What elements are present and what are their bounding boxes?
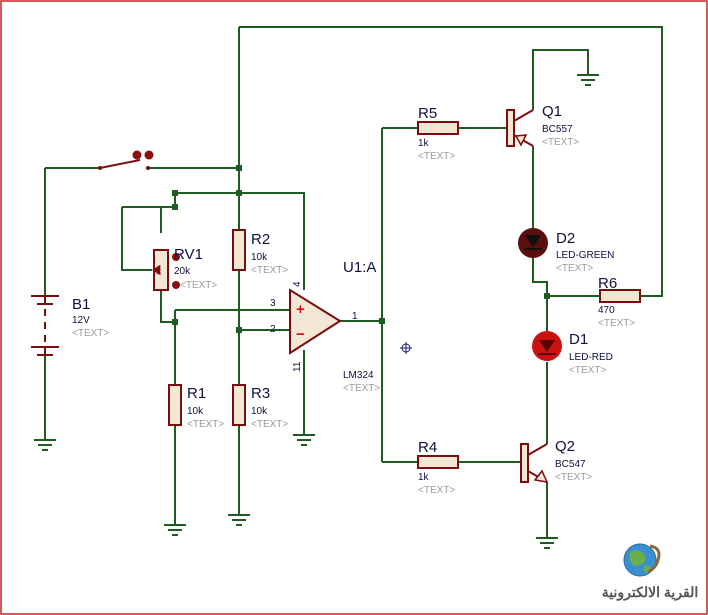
resistor-r5[interactable]: R5 1k <TEXT> [417,105,459,162]
ground-symbols [34,74,599,549]
b1-value: 12V [72,315,90,326]
ground-icon [228,514,250,526]
switch[interactable] [98,150,154,171]
d2-ref: D2 [556,230,575,247]
rv1-text: <TEXT> [180,280,217,291]
r5-text: <TEXT> [418,151,455,162]
q1-value: BC557 [542,124,573,135]
ground-icon [577,74,599,86]
r6-value: 470 [598,305,615,316]
resistor-r2[interactable]: R2 10k <TEXT> [232,229,288,276]
rv1-body-label: 20k [157,264,163,275]
r4-value: 1k [418,472,430,483]
resistor-r6[interactable]: R6 470 <TEXT> [598,275,641,329]
pin-3-label: 3 [270,298,276,309]
r1-ref: R1 [187,385,206,402]
r2-value: 10k [251,252,268,263]
rv1-value: 20k [174,266,191,277]
q1-text: <TEXT> [542,137,579,148]
r1-text: <TEXT> [187,419,224,430]
q2-ref: Q2 [555,438,575,455]
ground-icon [164,524,186,536]
rv1-adjust-down-icon[interactable] [172,281,180,289]
cursor-crosshair-icon [400,342,412,354]
r2-ref: R2 [251,231,270,248]
u1-text: <TEXT> [343,383,380,394]
logo: القرية الالكترونية [602,543,698,601]
led-d2[interactable]: D2 LED-GREEN <TEXT> [518,228,614,274]
r6-text: <TEXT> [598,318,635,329]
r1-value: 10k [187,406,204,417]
pin-11-label: 11 [292,361,303,372]
b1-ref: B1 [72,296,90,313]
r4-ref: R4 [418,439,437,456]
ground-icon [34,439,56,451]
potentiometer-rv1[interactable]: 20k RV1 20k <TEXT> [152,246,217,291]
d1-value: LED-RED [569,352,613,363]
opamp-u1a[interactable]: + − 3 2 1 4 11 U1:A LM324 <TEXT> [270,259,380,394]
battery-b1[interactable]: B1 12V <TEXT> [31,295,109,356]
resistor-r3[interactable]: R3 10k <TEXT> [232,384,288,430]
rv1-adjust-up-icon[interactable] [172,253,180,261]
q2-value: BC547 [555,459,586,470]
r6-ref: R6 [598,275,617,292]
r5-ref: R5 [418,105,437,122]
resistor-r4[interactable]: R4 1k <TEXT> [417,439,459,496]
d1-text: <TEXT> [569,365,606,376]
pin-2-label: 2 [270,324,276,335]
rv1-ref: RV1 [174,246,203,263]
r3-text: <TEXT> [251,419,288,430]
transistor-q2[interactable]: Q2 BC547 <TEXT> [520,438,592,483]
led-d1[interactable]: D1 LED-RED <TEXT> [532,331,613,376]
globe-logo-icon [623,543,661,577]
r2-text: <TEXT> [251,265,288,276]
pin-1-label: 1 [352,311,358,322]
r4-text: <TEXT> [418,485,455,496]
u1-ref: U1:A [343,259,376,276]
opamp-plus-sign: + [296,301,305,318]
r5-value: 1k [418,138,430,149]
d2-value: LED-GREEN [556,250,614,261]
transistor-q1[interactable]: Q1 BC557 <TEXT> [506,103,579,148]
ground-icon [293,434,315,446]
r3-value: 10k [251,406,268,417]
d2-text: <TEXT> [556,263,593,274]
ground-icon [536,537,558,549]
junction-dots [172,165,550,333]
logo-text: القرية الالكترونية [602,584,698,601]
q2-text: <TEXT> [555,472,592,483]
pin-4-label: 4 [292,281,303,287]
resistor-r1[interactable]: R1 10k <TEXT> [168,384,224,430]
d1-ref: D1 [569,331,588,348]
u1-value: LM324 [343,370,374,381]
opamp-minus-sign: − [296,326,305,343]
b1-text: <TEXT> [72,328,109,339]
q1-ref: Q1 [542,103,562,120]
r3-ref: R3 [251,385,270,402]
